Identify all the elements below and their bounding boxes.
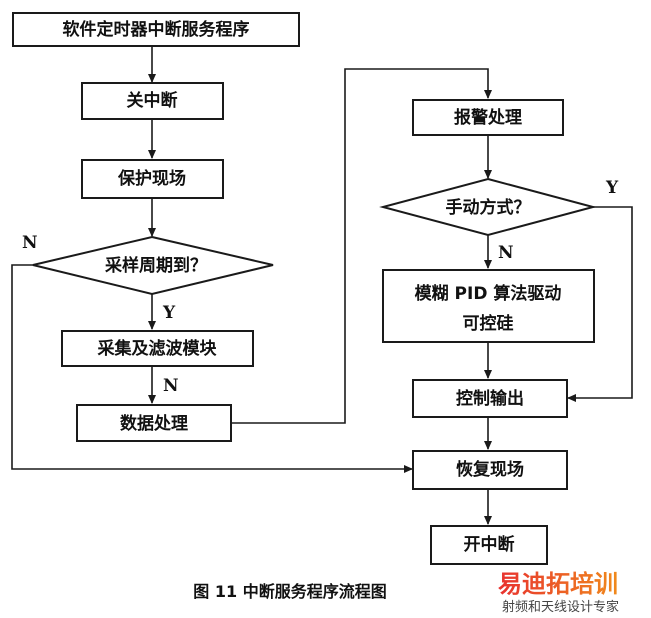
label-filter-no: N [163, 376, 179, 396]
node-fuzzy-pid: 模糊 PID 算法驱动 可控硅 [382, 269, 595, 343]
label-sample-no: N [22, 233, 38, 253]
label-manual-yes: Y [605, 178, 619, 198]
node-restore-context-label: 恢复现场 [456, 459, 524, 480]
node-alarm-process: 报警处理 [412, 99, 564, 136]
edge-manual-yes [567, 206, 633, 402]
node-sample-period: 采样周期到？ [32, 235, 274, 296]
watermark-brand: 易迪拓培训 [498, 570, 618, 598]
node-sample-period-label: 采样周期到？ [104, 255, 207, 276]
node-fuzzy-pid-label-line2: 可控硅 [463, 313, 514, 334]
node-disable-interrupt: 关中断 [81, 82, 224, 120]
node-manual-mode: 手动方式？ [379, 177, 597, 237]
node-isr-start: 软件定时器中断服务程序 [12, 12, 300, 47]
node-fuzzy-pid-label-line1: 模糊 PID 算法驱动 [415, 283, 562, 304]
node-disable-interrupt-label: 关中断 [127, 90, 178, 111]
node-save-context-label: 保护现场 [117, 168, 186, 189]
label-sample-yes: Y [162, 303, 176, 323]
node-manual-mode-label: 手动方式？ [446, 197, 531, 218]
watermark-tagline: 射频和天线设计专家 [502, 599, 619, 615]
edges [11, 46, 633, 525]
node-isr-start-label: 软件定时器中断服务程序 [63, 19, 250, 40]
node-save-context: 保护现场 [81, 159, 224, 199]
node-sample-filter-label: 采集及滤波模块 [97, 338, 218, 359]
label-manual-no: N [498, 243, 514, 263]
node-control-output: 控制输出 [412, 379, 568, 418]
node-enable-interrupt-label: 开中断 [464, 534, 515, 555]
edge-sample-no [11, 264, 413, 473]
watermark-logo: 易迪拓培训 射频和天线设计专家 [498, 570, 619, 615]
node-data-process: 数据处理 [76, 404, 232, 442]
node-data-process-label: 数据处理 [120, 413, 188, 434]
edge-data-to-alarm [231, 68, 492, 424]
figure-caption: 图 11 中断服务程序流程图 [193, 582, 386, 601]
node-alarm-process-label: 报警处理 [454, 107, 522, 128]
node-control-output-label: 控制输出 [456, 388, 524, 409]
node-restore-context: 恢复现场 [412, 450, 568, 490]
node-sample-filter: 采集及滤波模块 [61, 330, 254, 367]
node-enable-interrupt: 开中断 [430, 525, 548, 565]
